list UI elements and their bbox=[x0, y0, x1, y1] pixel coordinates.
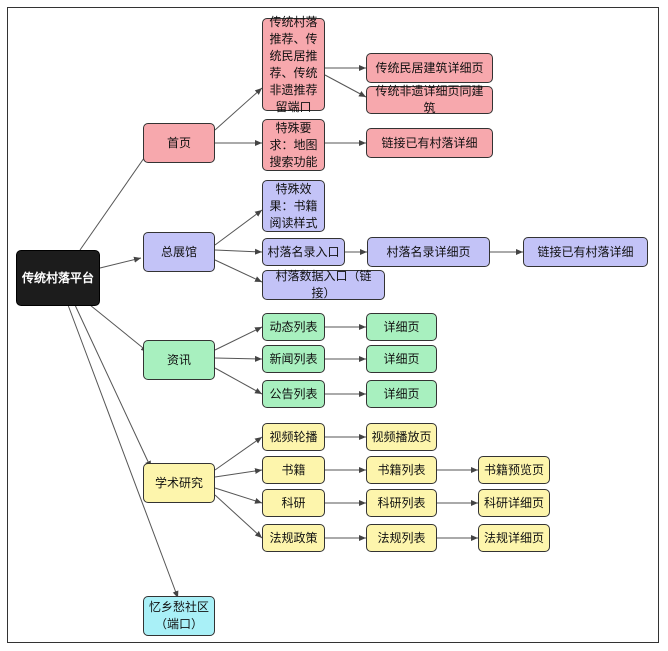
node-research-books-list: 书籍列表 bbox=[366, 456, 437, 484]
node-research-books-preview: 书籍预览页 bbox=[478, 456, 550, 484]
node-research-video: 视频轮播 bbox=[262, 423, 325, 451]
edge-rec-b bbox=[324, 74, 367, 98]
node-museum: 总展馆 bbox=[143, 232, 215, 272]
node-home-map-link: 链接已有村落详细 bbox=[366, 128, 493, 158]
node-museum-book: 特殊效果：书籍阅读样式 bbox=[262, 180, 325, 232]
edge-res-video bbox=[214, 436, 263, 471]
node-research-law-list: 法规列表 bbox=[366, 524, 437, 552]
node-museum-list-link: 链接已有村落详细 bbox=[523, 237, 648, 267]
edge-root-community bbox=[67, 304, 179, 599]
node-research-science: 科研 bbox=[262, 489, 325, 517]
node-news-press: 新闻列表 bbox=[262, 345, 325, 373]
edge-museum-list bbox=[214, 248, 263, 255]
node-community: 忆乡愁社区 （端口） bbox=[143, 596, 215, 636]
edge-res-books bbox=[214, 468, 263, 478]
node-research-books: 书籍 bbox=[262, 456, 325, 484]
edge-root-research bbox=[74, 304, 152, 469]
node-home-recommend-dwelling: 传统民居建筑详细页 bbox=[366, 53, 493, 83]
node-root: 传统村落平台 bbox=[16, 250, 100, 306]
node-museum-data: 村落数据入口（链接） bbox=[262, 269, 385, 300]
edge-root-news bbox=[89, 304, 149, 353]
node-research-law: 法规政策 bbox=[262, 524, 325, 552]
edge-news-dyn bbox=[214, 326, 263, 351]
edge-res-law bbox=[214, 494, 263, 539]
node-research: 学术研究 bbox=[143, 463, 215, 503]
node-news-notice-detail: 详细页 bbox=[366, 380, 437, 408]
edge-news-notice bbox=[214, 367, 263, 395]
edge-home-rec bbox=[214, 87, 263, 131]
node-home-recommend-heritage: 传统非遗详细页同建筑 bbox=[366, 84, 493, 115]
node-home-map: 特殊要求：地图搜索功能 bbox=[262, 119, 325, 171]
node-news-dynamic: 动态列表 bbox=[262, 313, 325, 341]
diagram-frame bbox=[7, 7, 659, 643]
node-research-science-list: 科研列表 bbox=[366, 489, 437, 517]
node-news-notice: 公告列表 bbox=[262, 380, 325, 408]
edge-museum-book bbox=[214, 209, 263, 246]
node-museum-list-detail: 村落名录详细页 bbox=[367, 237, 490, 267]
edge-museum-data bbox=[214, 259, 263, 283]
node-news-press-detail: 详细页 bbox=[366, 345, 437, 373]
node-news-dynamic-detail: 详细页 bbox=[366, 313, 437, 341]
node-research-science-detail: 科研详细页 bbox=[478, 489, 550, 517]
edge-root-museum bbox=[99, 256, 142, 269]
edge-res-sci bbox=[214, 487, 263, 504]
node-home-recommend: 传统村落推荐、传统民居推荐、传统非遗推荐留端口 bbox=[262, 15, 325, 114]
node-research-law-detail: 法规详细页 bbox=[478, 524, 550, 552]
node-research-video-play: 视频播放页 bbox=[366, 423, 437, 451]
node-home: 首页 bbox=[143, 123, 215, 163]
edge-news-press bbox=[214, 355, 263, 362]
node-news: 资讯 bbox=[143, 340, 215, 380]
node-museum-list: 村落名录入口 bbox=[262, 238, 345, 266]
